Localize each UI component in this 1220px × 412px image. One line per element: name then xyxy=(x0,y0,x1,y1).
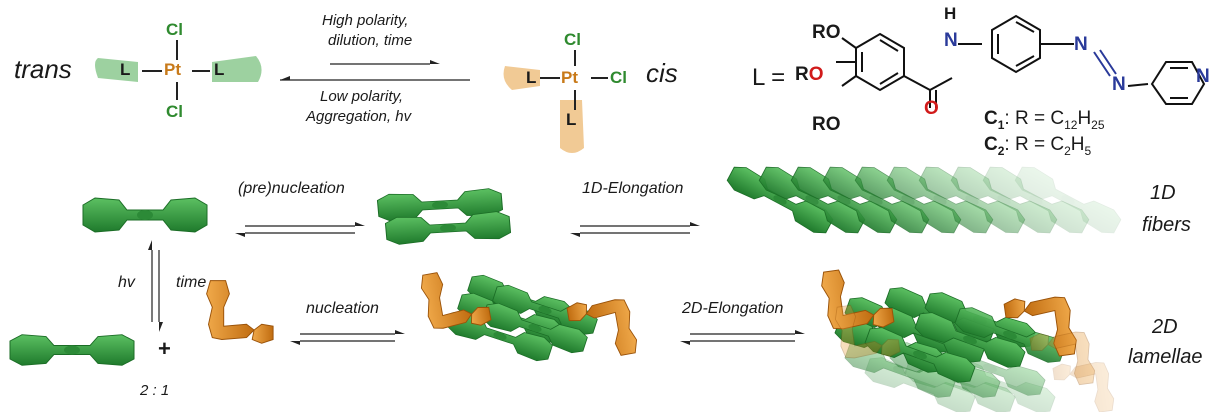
cond-bot-2: Aggregation, hv xyxy=(306,108,412,125)
cond-bot-1: Low polarity, xyxy=(320,88,404,105)
label-trans: trans xyxy=(14,54,72,84)
trans-complex xyxy=(95,40,262,100)
cis-cl-top: Cl xyxy=(564,30,581,49)
hv-time-arrows xyxy=(148,240,163,332)
monomer-trans-2 xyxy=(9,334,135,366)
label-fibers: fibers xyxy=(1142,214,1191,236)
lamellae-stack xyxy=(819,262,1116,412)
ligand-carbonyl-o: O xyxy=(924,98,939,119)
ligand-ro-top: RO xyxy=(812,22,841,43)
monomer-trans-1 xyxy=(82,197,208,233)
label-nucleation: nucleation xyxy=(306,300,379,317)
trans-l-left: L xyxy=(120,60,131,79)
label-2d-elongation: 2D-Elongation xyxy=(682,300,784,317)
cond-top-2: dilution, time xyxy=(328,32,413,49)
trans-cl-top: Cl xyxy=(166,20,183,39)
label-time: time xyxy=(176,274,207,291)
equilibrium-2d xyxy=(680,330,805,345)
equilibrium-prenucleation xyxy=(235,222,365,237)
ligand-pyr-n: N xyxy=(1196,66,1210,87)
label-lamellae: lamellae xyxy=(1128,346,1203,368)
label-2d: 2D xyxy=(1152,316,1178,338)
ligand-azo-n1: N xyxy=(1074,34,1088,55)
cis-complex xyxy=(503,50,608,153)
cis-pt: Pt xyxy=(561,68,578,87)
ligand-c2-def: C2: R = C2H5 xyxy=(984,134,1092,158)
dimer-aggregate xyxy=(376,187,512,246)
trans-cl-bot: Cl xyxy=(166,102,183,121)
cis-l-left: L xyxy=(526,68,537,87)
label-cis: cis xyxy=(646,58,678,88)
ligand-c1-def: C1: R = C12H25 xyxy=(984,108,1105,132)
equilibrium-nucleation xyxy=(290,330,405,345)
ligand-structure xyxy=(836,14,1206,108)
cis-cl-right: Cl xyxy=(610,68,627,87)
label-ratio: 2 : 1 xyxy=(140,382,170,399)
nucleus-2d xyxy=(418,264,640,365)
label-plus: + xyxy=(158,336,171,361)
label-1d-elongation: 1D-Elongation xyxy=(582,180,684,197)
ligand-h: H xyxy=(944,4,957,23)
ligand-ro-mid: RO xyxy=(795,64,824,85)
label-1d: 1D xyxy=(1150,182,1176,204)
ligand-azo-n2: N xyxy=(1112,74,1126,95)
equilibrium-arrows-top xyxy=(280,60,470,81)
ligand-ro-bot: RO xyxy=(812,114,841,135)
monomer-cis xyxy=(206,280,274,344)
cond-top-1: High polarity, xyxy=(322,12,409,29)
trans-l-right: L xyxy=(214,60,225,79)
trans-pt: Pt xyxy=(164,60,181,79)
equilibrium-1d xyxy=(570,222,700,237)
ligand-nh: N xyxy=(944,30,958,51)
ligand-eq: L = xyxy=(752,64,786,91)
label-prenucleation: (pre)nucleation xyxy=(238,180,345,197)
cis-l-bot: L xyxy=(566,110,577,129)
label-hv: hv xyxy=(118,274,135,291)
fiber-stack xyxy=(724,162,1124,238)
